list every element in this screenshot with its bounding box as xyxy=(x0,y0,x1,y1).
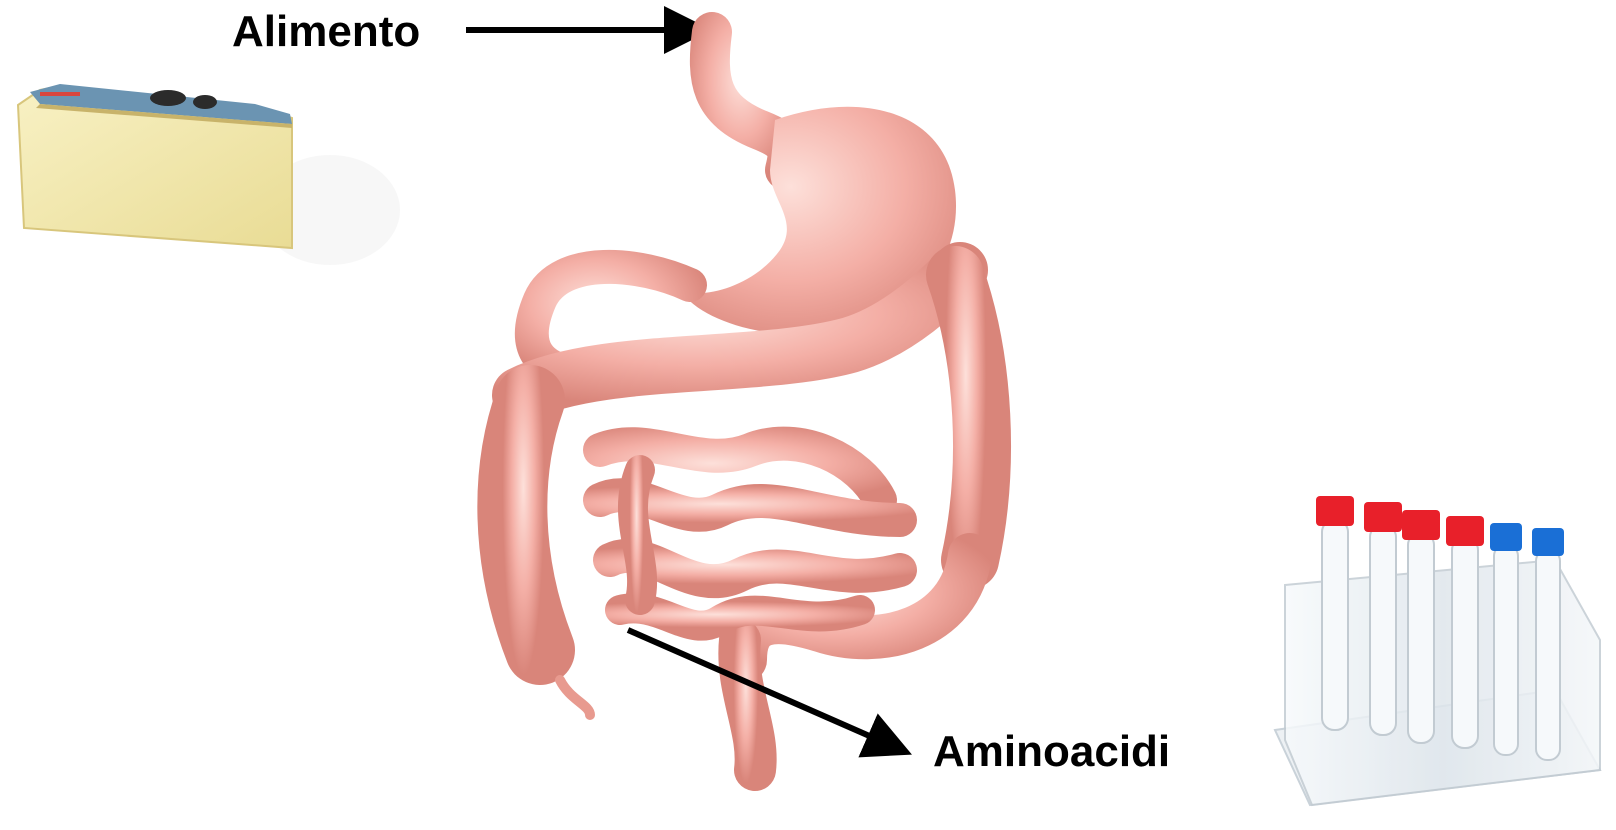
test-tube-6 xyxy=(1532,528,1564,760)
test-tube-3 xyxy=(1402,510,1440,743)
test-tube-2 xyxy=(1364,502,1402,735)
test-tube-rack-illustration xyxy=(1275,496,1600,805)
test-tube-1 xyxy=(1316,496,1354,730)
test-tube-5 xyxy=(1490,523,1522,755)
digestive-system-illustration xyxy=(512,32,982,770)
cheese-wedge-illustration xyxy=(18,84,400,265)
test-tube-4 xyxy=(1446,516,1484,748)
